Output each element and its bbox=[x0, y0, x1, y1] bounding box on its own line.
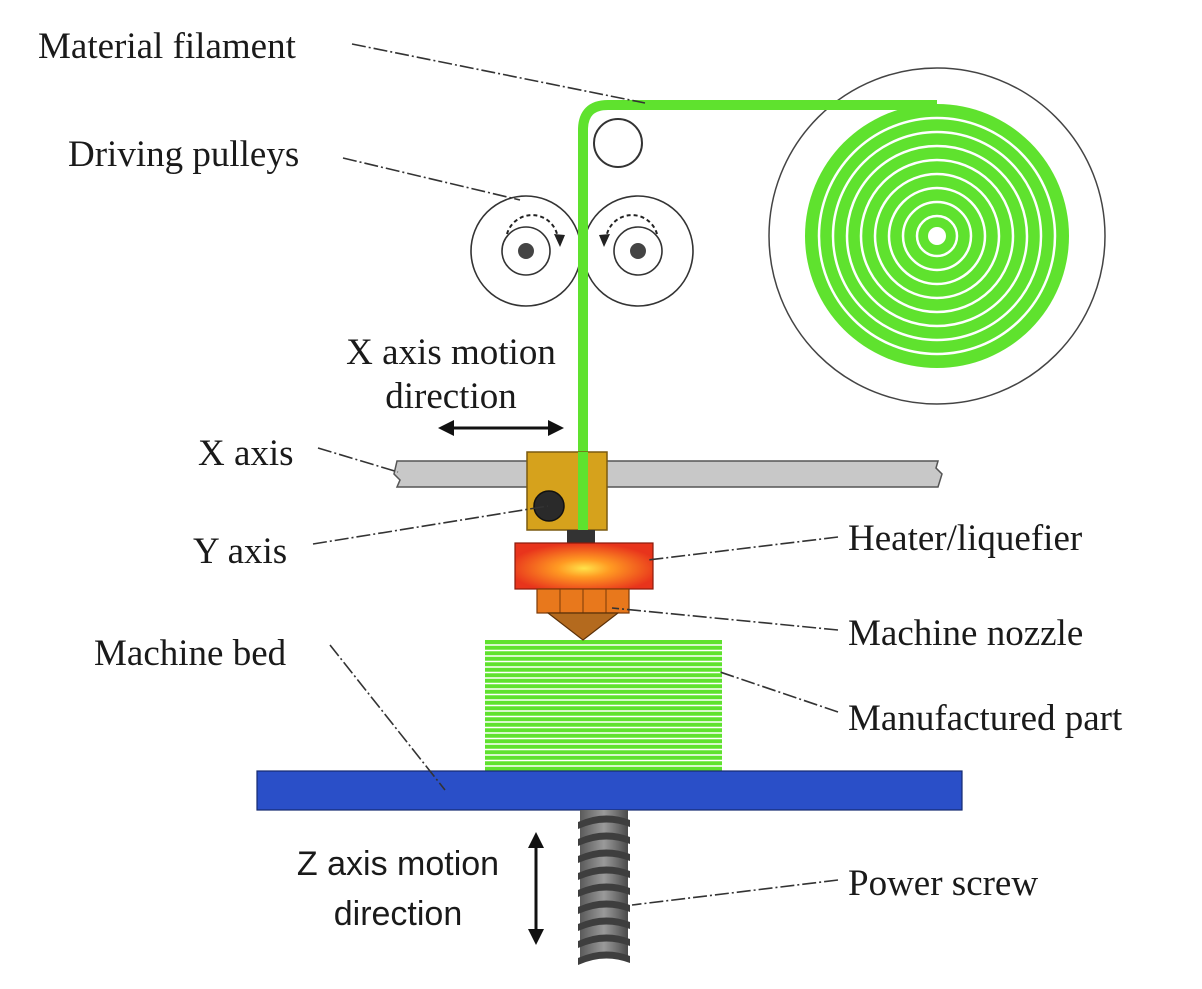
screw-thread bbox=[578, 951, 630, 965]
spool-coil-gap bbox=[915, 214, 959, 258]
label-material-filament: Material filament bbox=[38, 26, 297, 67]
label-z-motion-line1: Z axis motion bbox=[297, 845, 499, 883]
heater-liquefier bbox=[514, 542, 654, 590]
spool-coil-gap bbox=[887, 186, 987, 286]
screw-thread bbox=[578, 917, 630, 931]
spool-coil-gap bbox=[873, 172, 1001, 300]
label-machine-bed: Machine bed bbox=[94, 633, 287, 674]
screw-thread bbox=[578, 866, 630, 880]
leader-y-axis bbox=[312, 505, 549, 545]
leader-driving-pulleys bbox=[342, 157, 521, 201]
screw-thread bbox=[578, 934, 630, 948]
label-y-axis: Y axis bbox=[193, 531, 287, 572]
x-axis-rail bbox=[393, 460, 943, 488]
leader-x-axis bbox=[317, 447, 399, 473]
power-screw bbox=[578, 810, 630, 965]
label-z-motion-line2: direction bbox=[334, 895, 463, 933]
leader-manufactured-part bbox=[719, 671, 839, 713]
machine-bed bbox=[256, 770, 963, 811]
material-filament-strand bbox=[578, 100, 937, 635]
label-x-motion-line1: X axis motion bbox=[346, 332, 556, 373]
label-nozzle: Machine nozzle bbox=[848, 613, 1083, 654]
guide-roller bbox=[593, 118, 643, 168]
spool-coil-gap bbox=[845, 144, 1029, 328]
z-motion-arrow bbox=[528, 832, 544, 945]
driving-pulley-right bbox=[582, 195, 694, 307]
screw-thread bbox=[578, 883, 630, 897]
label-manufactured-part: Manufactured part bbox=[848, 698, 1123, 739]
filament-spool bbox=[768, 67, 1106, 405]
spool-coil-gap bbox=[817, 116, 1057, 356]
label-driving-pulleys: Driving pulleys bbox=[68, 134, 299, 175]
spool-coil-gap bbox=[831, 130, 1043, 342]
spool-coil-gap bbox=[901, 200, 973, 272]
heater-connector bbox=[567, 530, 595, 544]
y-axis-rod bbox=[533, 490, 565, 522]
spool-hub bbox=[928, 227, 946, 245]
label-power-screw: Power screw bbox=[848, 863, 1038, 904]
x-motion-arrow bbox=[438, 420, 564, 436]
leader-heater bbox=[647, 536, 839, 561]
label-heater: Heater/liquefier bbox=[848, 518, 1082, 559]
screw-thread bbox=[578, 815, 630, 829]
driving-pulley-left bbox=[470, 195, 582, 307]
leader-lines bbox=[312, 43, 839, 906]
leader-nozzle bbox=[611, 607, 839, 631]
spool-coil-gap bbox=[859, 158, 1015, 314]
machine-nozzle bbox=[536, 588, 630, 641]
leader-power-screw bbox=[631, 879, 839, 906]
label-x-motion-line2: direction bbox=[385, 376, 517, 417]
manufactured-part-layers bbox=[485, 640, 722, 773]
label-x-axis: X axis bbox=[198, 433, 294, 474]
screw-thread bbox=[578, 832, 630, 846]
leader-machine-bed bbox=[329, 644, 446, 791]
leader-material-filament bbox=[351, 43, 646, 104]
screw-thread bbox=[578, 900, 630, 914]
screw-thread bbox=[578, 849, 630, 863]
